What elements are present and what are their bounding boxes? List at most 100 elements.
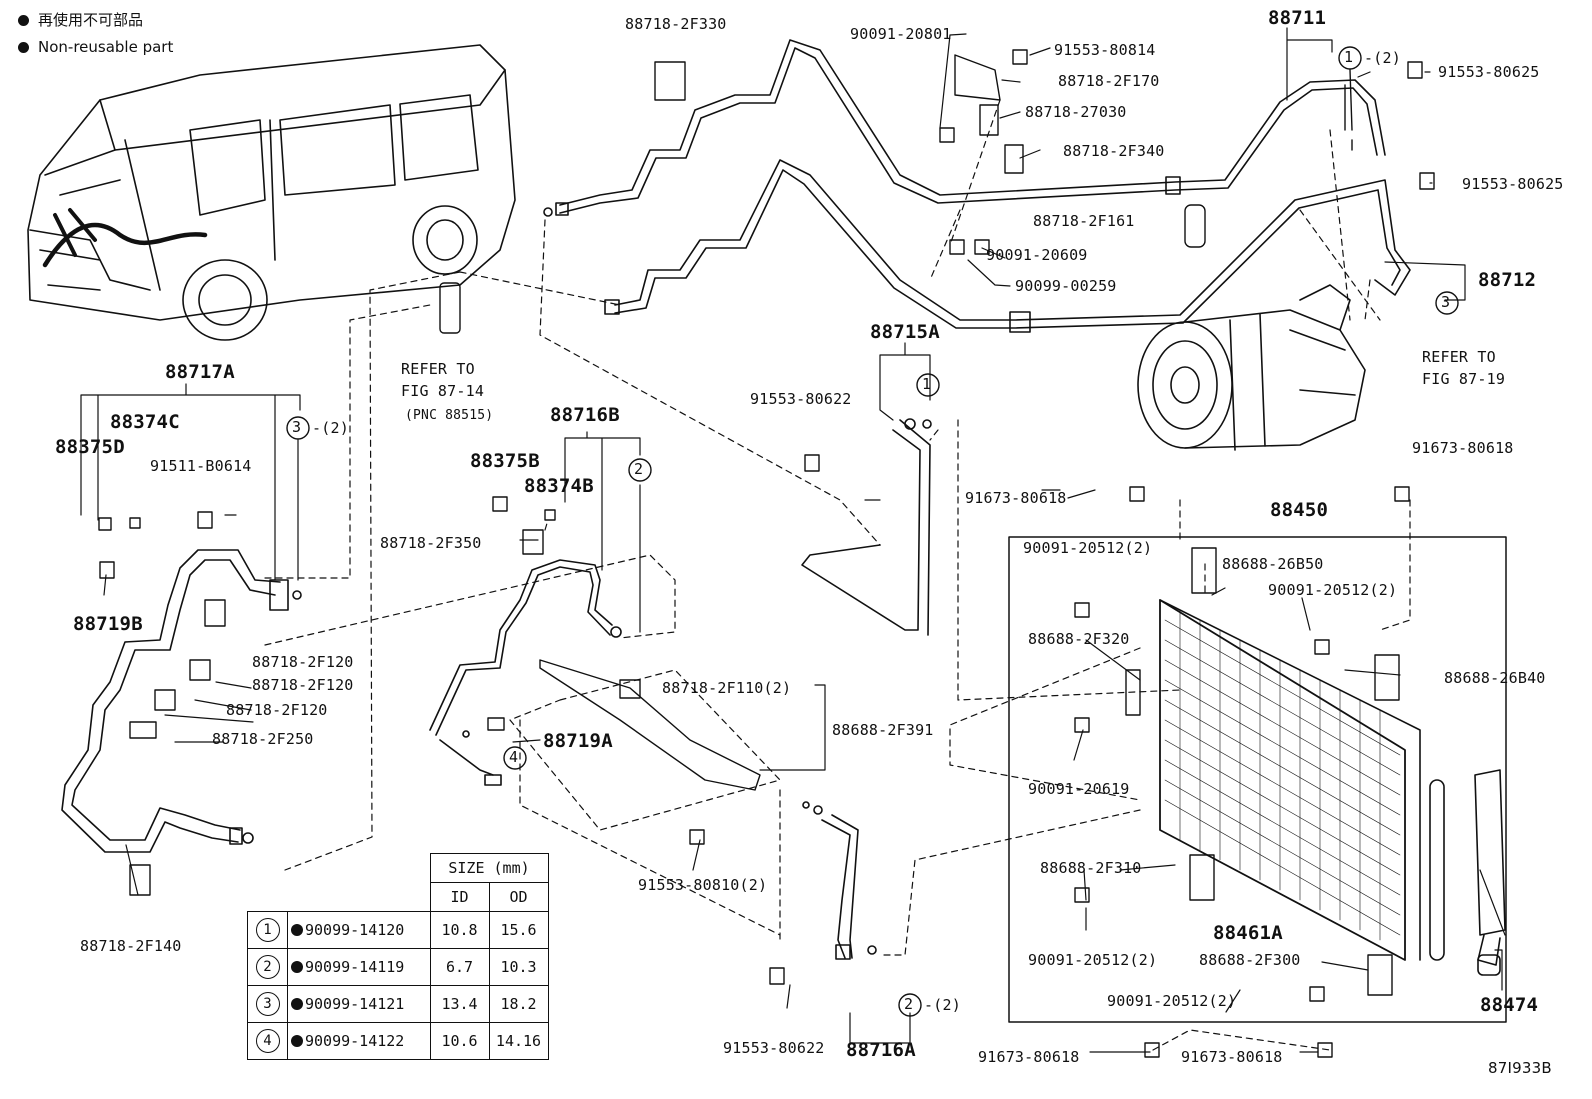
part-88719A: 88719A bbox=[543, 730, 613, 752]
part-88711: 88711 bbox=[1268, 7, 1327, 29]
label-88718-2F120-a: 88718-2F120 bbox=[252, 653, 354, 671]
part-88716A: 88716A bbox=[846, 1039, 916, 1061]
label-91673-80618-a: 91673-80618 bbox=[965, 489, 1067, 507]
label-91511-B0614: 91511-B0614 bbox=[150, 457, 252, 475]
compressor-illustration bbox=[1137, 284, 1366, 451]
fasteners bbox=[98, 49, 1435, 1058]
part-88375D: 88375D bbox=[55, 436, 125, 458]
legend-japanese: 再使用不可部品 bbox=[18, 11, 143, 29]
pipe-88716A bbox=[802, 801, 877, 960]
row-number: 1 bbox=[255, 918, 280, 942]
pipe-88717A bbox=[61, 549, 302, 853]
part-88461A: 88461A bbox=[1213, 922, 1283, 944]
table-row: 1 90099-14120 10.8 15.6 bbox=[247, 911, 549, 949]
label-88718-2F110: 88718-2F110(2) bbox=[662, 679, 792, 697]
diagram-code: 87I933B bbox=[1488, 1059, 1552, 1077]
callout-2-88716B: 2 bbox=[634, 460, 644, 478]
label-88718-2F330: 88718-2F330 bbox=[625, 15, 727, 33]
refer-fig-87-19-line1: REFER TO bbox=[1422, 348, 1496, 366]
label-90091-20801: 90091-20801 bbox=[850, 25, 952, 43]
qty-3: -(2) bbox=[924, 996, 961, 1014]
label-91673-80618-b: 91673-80618 bbox=[1412, 439, 1514, 457]
condenser-illustration bbox=[1008, 536, 1507, 1023]
refer-fig-87-14-line1: REFER TO bbox=[401, 360, 475, 378]
size-table-subheader-row: ID OD bbox=[248, 882, 549, 912]
size-table-header-row: SIZE (mm) bbox=[248, 853, 549, 883]
inner-diameter: 6.7 bbox=[429, 948, 490, 986]
callout-3-88712: 3 bbox=[1441, 293, 1451, 311]
label-88688-2F300: 88688-2F300 bbox=[1199, 951, 1301, 969]
non-reusable-dot-icon bbox=[291, 1035, 303, 1047]
row-number: 3 bbox=[255, 992, 280, 1016]
oring-part-number: 90099-14121 bbox=[305, 995, 405, 1013]
callout-4-88719A: 4 bbox=[509, 748, 519, 766]
suction-pipe-88712 bbox=[604, 159, 1411, 333]
label-88718-2F120-b: 88718-2F120 bbox=[252, 676, 354, 694]
row-number: 2 bbox=[255, 955, 280, 979]
table-row: 2 90099-14119 6.7 10.3 bbox=[247, 948, 549, 986]
non-reusable-dot-icon bbox=[291, 961, 303, 973]
label-91553-80622-b: 91553-80622 bbox=[723, 1039, 825, 1057]
label-88688-26B40: 88688-26B40 bbox=[1444, 669, 1546, 687]
callout-2-88716A: 2 bbox=[904, 995, 914, 1013]
inner-diameter: 13.4 bbox=[429, 985, 490, 1023]
callout-circles bbox=[286, 46, 1459, 1017]
outer-diameter: 14.16 bbox=[488, 1022, 549, 1060]
label-90091-20512-d: 90091-20512(2) bbox=[1107, 992, 1237, 1010]
label-90091-20512-b: 90091-20512(2) bbox=[1268, 581, 1398, 599]
condenser-fins bbox=[1164, 609, 1401, 941]
label-88718-2F161: 88718-2F161 bbox=[1033, 212, 1135, 230]
table-row: 4 90099-14122 10.6 14.16 bbox=[247, 1022, 549, 1060]
pipe-88716B bbox=[429, 559, 622, 786]
oring-part-number: 90099-14122 bbox=[305, 1032, 405, 1050]
part-88374B: 88374B bbox=[524, 475, 594, 497]
label-91553-80814: 91553-80814 bbox=[1054, 41, 1156, 59]
pipe-88715A bbox=[801, 418, 932, 636]
callout-1-88715A: 1 bbox=[922, 375, 932, 393]
refer-fig-87-14-pnc: (PNC 88515) bbox=[405, 408, 494, 423]
label-91553-80622-a: 91553-80622 bbox=[750, 390, 852, 408]
discharge-pipe-88711 bbox=[543, 39, 1386, 217]
outer-diameter: 18.2 bbox=[488, 985, 549, 1023]
inner-diameter: 10.8 bbox=[429, 911, 490, 949]
non-reusable-dot-icon bbox=[291, 924, 303, 936]
col-od-header: OD bbox=[488, 882, 549, 912]
label-90099-00259: 90099-00259 bbox=[1015, 277, 1117, 295]
label-90091-20609: 90091-20609 bbox=[986, 246, 1088, 264]
part-88474: 88474 bbox=[1480, 994, 1539, 1016]
label-88718-2F140: 88718-2F140 bbox=[80, 937, 182, 955]
callout-3-88717A: 3 bbox=[292, 418, 302, 436]
label-88718-2F170: 88718-2F170 bbox=[1058, 72, 1160, 90]
legend-english: Non-reusable part bbox=[18, 38, 173, 56]
van-illustration bbox=[27, 44, 516, 341]
label-90091-20512-c: 90091-20512(2) bbox=[1028, 951, 1158, 969]
label-90091-20619: 90091-20619 bbox=[1028, 780, 1130, 798]
table-row: 3 90099-14121 13.4 18.2 bbox=[247, 985, 549, 1023]
label-88688-2F310: 88688-2F310 bbox=[1040, 859, 1142, 877]
part-88450: 88450 bbox=[1270, 499, 1329, 521]
outer-diameter: 15.6 bbox=[488, 911, 549, 949]
label-91673-80618-d: 91673-80618 bbox=[1181, 1048, 1283, 1066]
qty-1: -(2) bbox=[1364, 49, 1401, 67]
part-88717A: 88717A bbox=[165, 361, 235, 383]
row-number: 4 bbox=[255, 1029, 280, 1053]
label-88688-26B50: 88688-26B50 bbox=[1222, 555, 1324, 573]
qty-2: -(2) bbox=[312, 419, 349, 437]
label-88688-2F320: 88688-2F320 bbox=[1028, 630, 1130, 648]
label-88718-2F350: 88718-2F350 bbox=[380, 534, 482, 552]
label-90091-20512-a: 90091-20512(2) bbox=[1023, 539, 1153, 557]
refer-fig-87-14-line2: FIG 87-14 bbox=[401, 382, 485, 400]
part-88715A: 88715A bbox=[870, 321, 940, 343]
part-88716B: 88716B bbox=[550, 404, 620, 426]
inner-diameter: 10.6 bbox=[429, 1022, 490, 1060]
non-reusable-dot-icon bbox=[18, 15, 29, 26]
part-88375B: 88375B bbox=[470, 450, 540, 472]
non-reusable-dot-icon bbox=[291, 998, 303, 1010]
outer-diameter: 10.3 bbox=[488, 948, 549, 986]
label-88718-2F340: 88718-2F340 bbox=[1063, 142, 1165, 160]
size-header: SIZE (mm) bbox=[429, 853, 549, 883]
callout-1-88711: 1 bbox=[1344, 48, 1354, 66]
label-91553-80625-a: 91553-80625 bbox=[1438, 63, 1540, 81]
